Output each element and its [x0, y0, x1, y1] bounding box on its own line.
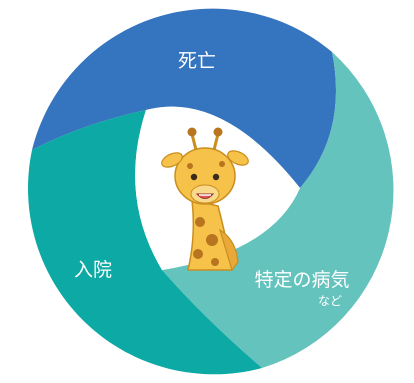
- segment-illness-sublabel: など: [318, 294, 342, 308]
- segment-death: [32, 8, 336, 188]
- segment-hospital-label: 入院: [74, 259, 112, 281]
- segment-illness-label: 特定の病気: [254, 269, 349, 291]
- segment-death-label: 死亡: [178, 50, 216, 72]
- segment-hospital: [28, 110, 263, 375]
- giraffe-icon: [161, 127, 249, 272]
- segment-illness: [162, 52, 394, 368]
